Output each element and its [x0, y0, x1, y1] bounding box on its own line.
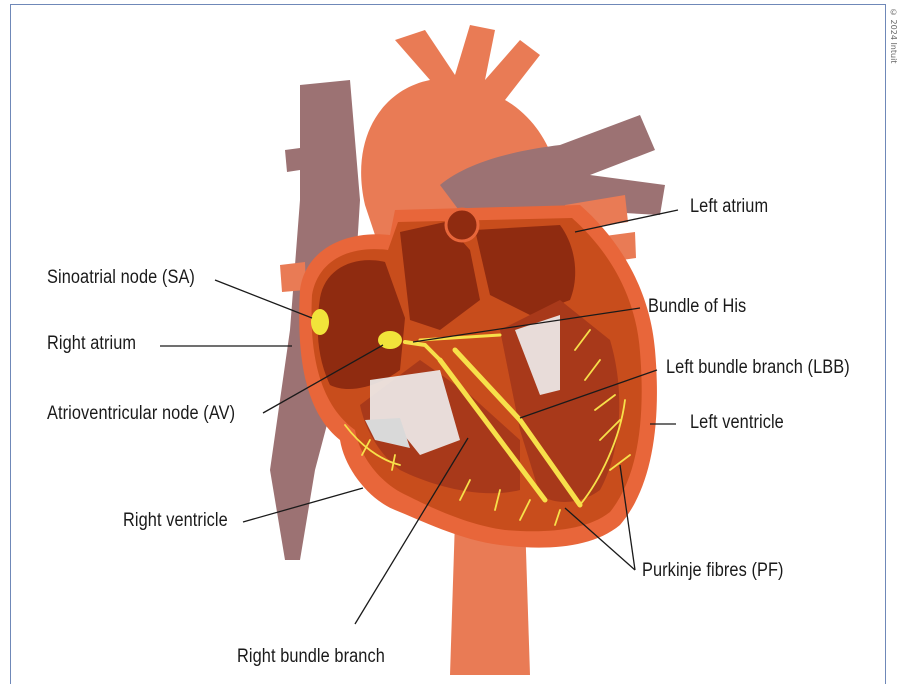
label-purkinje-fibres: Purkinje fibres (PF)	[642, 560, 784, 582]
label-left-atrium: Left atrium	[690, 196, 768, 218]
label-left-bundle-branch: Left bundle branch (LBB)	[666, 357, 850, 379]
label-right-atrium: Right atrium	[47, 333, 136, 355]
label-right-ventricle: Right ventricle	[123, 510, 228, 532]
vein-stub-left-1	[285, 148, 300, 172]
aortic-valve-ring	[446, 209, 478, 241]
label-av-node: Atrioventricular node (AV)	[47, 403, 235, 425]
label-right-bundle-branch: Right bundle branch	[237, 646, 385, 668]
label-sa-node: Sinoatrial node (SA)	[47, 267, 195, 289]
sa-node	[311, 309, 329, 335]
label-left-ventricle: Left ventricle	[690, 412, 784, 434]
label-bundle-of-his: Bundle of His	[648, 296, 746, 318]
